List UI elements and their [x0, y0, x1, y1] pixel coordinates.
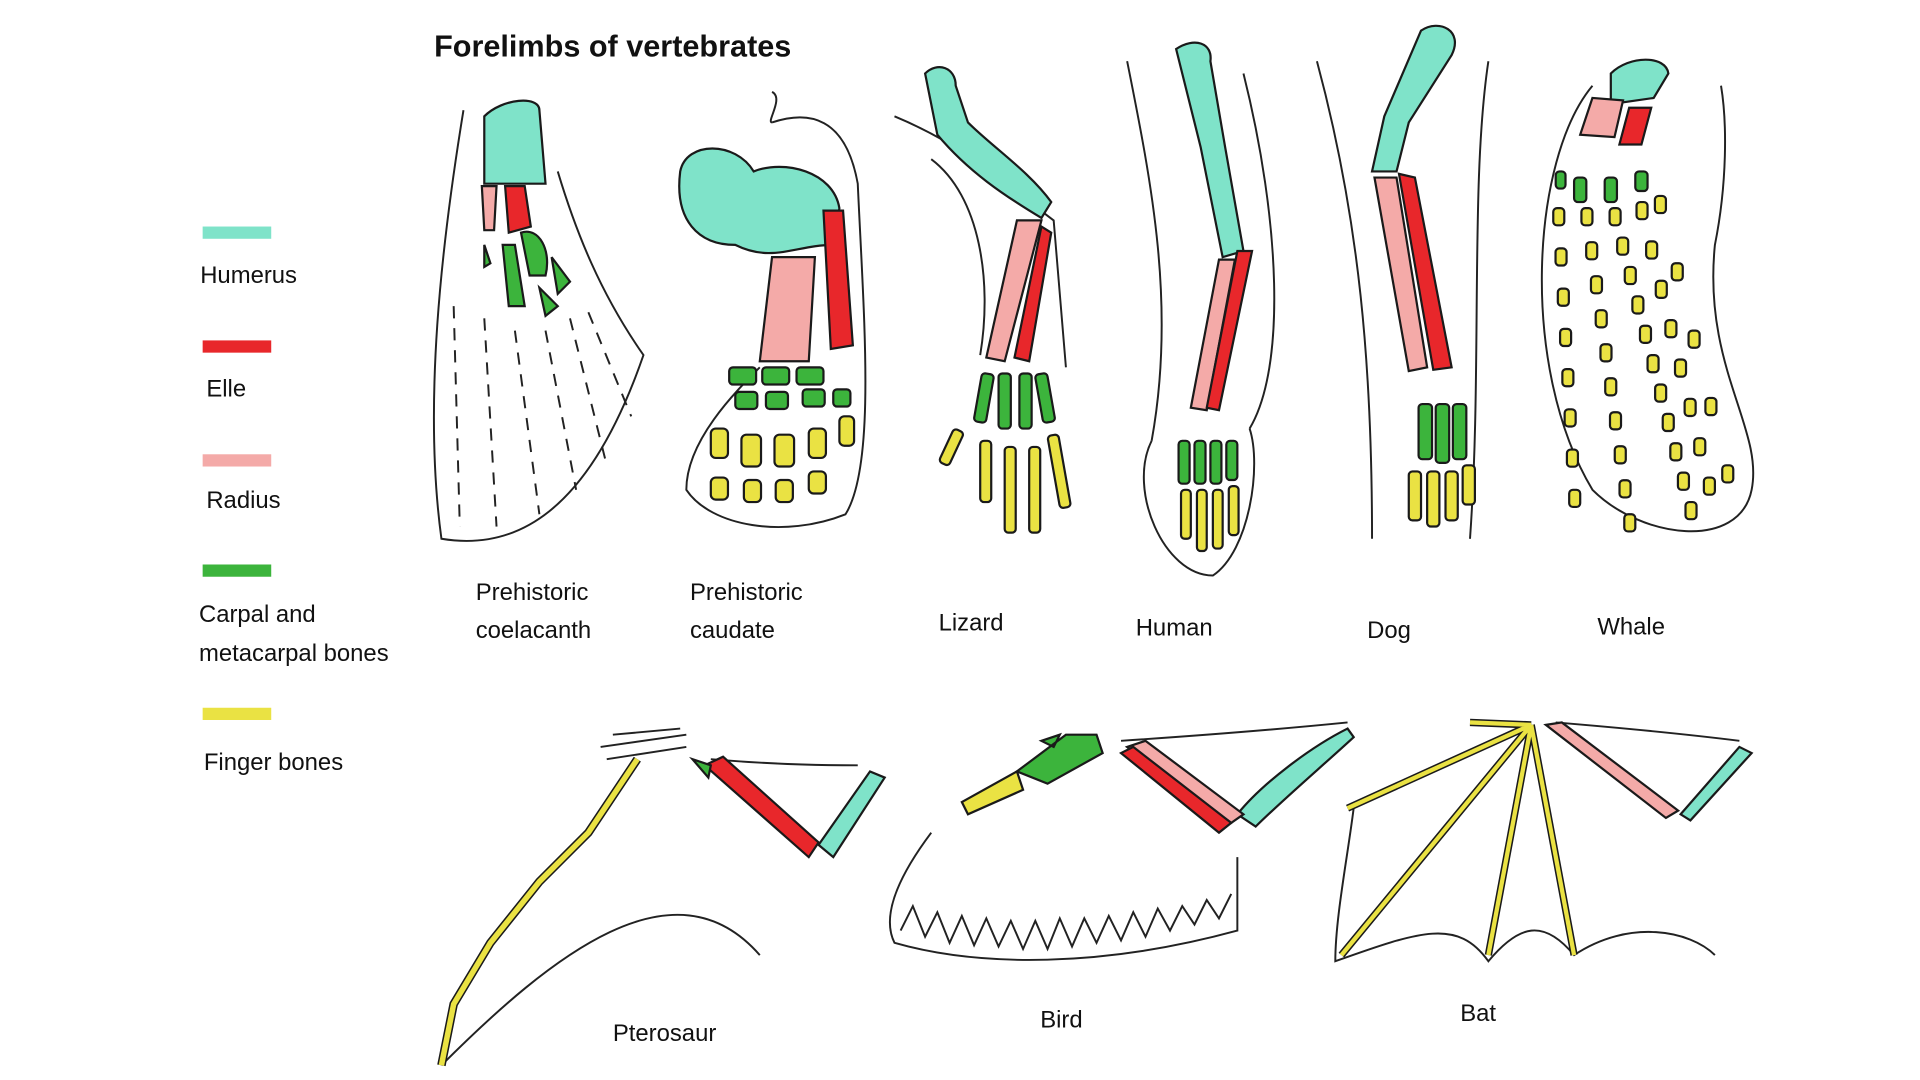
whale-finger-bone — [1684, 500, 1698, 521]
dog-limb — [1315, 24, 1490, 539]
pterosaur-limb — [437, 727, 887, 1067]
label-whale: Whale — [1597, 613, 1665, 640]
label-caudate-1: Prehistoric — [690, 579, 803, 606]
label-pterosaur: Pterosaur — [613, 1020, 716, 1047]
whale-finger-bone — [1599, 343, 1613, 363]
lizard-limb — [894, 66, 1072, 534]
whale-finger-bone — [1687, 329, 1701, 349]
legend-label-radius: Radius — [206, 487, 280, 514]
whale-finger-bone — [1638, 324, 1653, 344]
whale-finger-bone — [1565, 448, 1580, 468]
whale-finger-bone — [1635, 200, 1649, 221]
whale-finger-bone — [1568, 488, 1582, 509]
label-caudate-2: caudate — [690, 617, 775, 644]
label-coelacanth-2: coelacanth — [476, 617, 591, 644]
whale-finger-bone — [1554, 247, 1568, 267]
label-bird: Bird — [1040, 1006, 1082, 1033]
whale-finger-bone — [1604, 377, 1618, 397]
whale-finger-bone — [1608, 207, 1622, 227]
whale-finger-bone — [1664, 319, 1678, 339]
legend-label-carpal-1: Carpal and — [199, 601, 316, 628]
legend-label-finger: Finger bones — [204, 749, 343, 776]
bat-limb — [1334, 718, 1754, 963]
label-lizard: Lizard — [939, 610, 1004, 637]
whale-finger-bone — [1608, 411, 1623, 431]
legend-label-carpal-2: metacarpal bones — [199, 640, 389, 667]
whale-finger-bone — [1589, 275, 1604, 295]
whale-finger-bone — [1670, 262, 1684, 282]
coelacanth-limb — [432, 99, 645, 542]
whale-finger-bone — [1693, 437, 1707, 457]
label-coelacanth-1: Prehistoric — [476, 579, 589, 606]
diagram-title: Forelimbs of vertebrates — [434, 29, 791, 63]
label-human: Human — [1136, 615, 1213, 642]
legend-label-elle: Elle — [206, 376, 246, 403]
human-limb — [1126, 41, 1276, 577]
whale-finger-bone — [1631, 295, 1645, 315]
whale-finger-bone — [1704, 396, 1718, 417]
whale-finger-bone — [1646, 354, 1660, 374]
legend-label-humerus: Humerus — [200, 262, 297, 289]
whale-finger-bone — [1654, 279, 1668, 300]
caudate-limb — [678, 90, 867, 529]
legend-swatch-finger — [202, 707, 272, 720]
whale-finger-bone — [1721, 464, 1735, 484]
whale-finger-bone — [1618, 479, 1632, 499]
whale-finger-bone — [1669, 442, 1683, 462]
whale-finger-bone — [1616, 236, 1630, 256]
whale-finger-bone — [1702, 476, 1717, 496]
whale-finger-bone — [1585, 241, 1599, 261]
whale-finger-bone — [1561, 367, 1575, 388]
whale-finger-bone — [1552, 207, 1566, 227]
whale-finger-bone — [1653, 194, 1668, 215]
whale-limb — [1540, 58, 1755, 533]
whale-finger-bone — [1676, 471, 1691, 491]
whale-finger-bone — [1558, 327, 1573, 348]
whale-finger-bone — [1556, 287, 1570, 307]
whale-finger-bone — [1594, 309, 1608, 329]
whale-finger-bone — [1673, 358, 1688, 378]
whale-finger-bone — [1563, 408, 1577, 428]
legend-swatch-humerus — [202, 226, 272, 239]
bird-limb — [888, 721, 1356, 961]
label-dog: Dog — [1367, 617, 1411, 644]
whale-finger-bone — [1623, 513, 1637, 533]
whale-finger-bone — [1683, 397, 1697, 418]
whale-finger-bone — [1661, 412, 1675, 433]
label-bat: Bat — [1460, 1000, 1496, 1027]
whale-finger-bone — [1613, 445, 1627, 465]
legend-swatch-elle — [202, 340, 272, 353]
whale-finger-bone — [1654, 383, 1668, 403]
legend-swatch-radius — [202, 454, 272, 467]
legend-swatch-carpal — [202, 564, 272, 577]
legend: Humerus Elle Radius Carpal and metacarpa… — [199, 226, 389, 776]
whale-finger-bone — [1580, 207, 1594, 227]
whale-finger-bone — [1645, 240, 1659, 260]
whale-finger-bone — [1623, 265, 1637, 286]
